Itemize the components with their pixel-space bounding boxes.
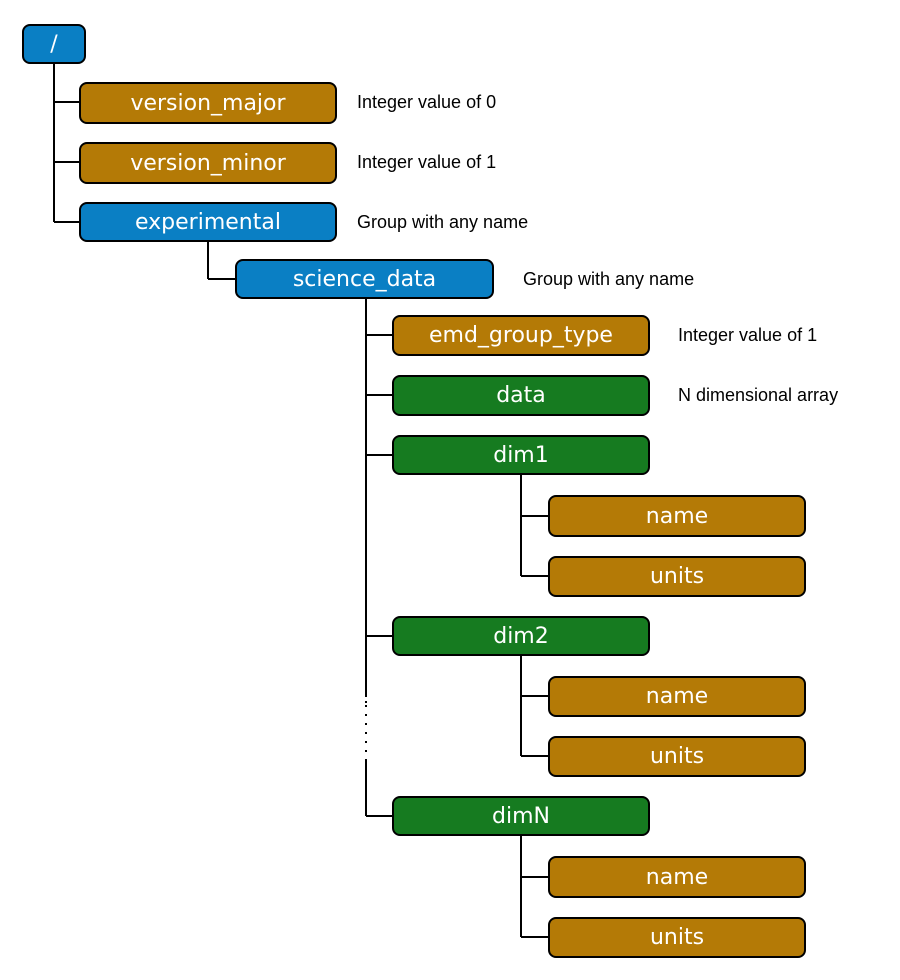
- root-group-node[interactable]: /: [22, 24, 86, 64]
- dimN-units-attribute-node[interactable]: units: [548, 917, 806, 958]
- science-data-description: Group with any name: [523, 268, 695, 289]
- version-major-description: Integer value of 0: [357, 91, 497, 112]
- data-description: N dimensional array: [678, 384, 839, 405]
- dimN-name-attribute-node[interactable]: name: [548, 856, 806, 898]
- emd-group-type-attribute-node[interactable]: emd_group_type: [392, 315, 650, 356]
- dim1-dataset-node[interactable]: dim1: [392, 435, 650, 475]
- version-minor-description: Integer value of 1: [357, 151, 497, 172]
- dim1-units-attribute-node[interactable]: units: [548, 556, 806, 597]
- dimN-dataset-node[interactable]: dimN: [392, 796, 650, 836]
- dim2-dataset-node[interactable]: dim2: [392, 616, 650, 656]
- dim2-units-attribute-node[interactable]: units: [548, 736, 806, 777]
- science-data-group-node[interactable]: science_data: [235, 259, 494, 299]
- experimental-group-node[interactable]: experimental: [79, 202, 337, 242]
- dim2-name-attribute-node[interactable]: name: [548, 676, 806, 717]
- experimental-description: Group with any name: [357, 211, 529, 232]
- version-major-attribute-node[interactable]: version_major: [79, 82, 337, 124]
- data-dataset-node[interactable]: data: [392, 375, 650, 416]
- version-minor-attribute-node[interactable]: version_minor: [79, 142, 337, 184]
- emd-group-type-description: Integer value of 1: [678, 324, 818, 345]
- dim1-name-attribute-node[interactable]: name: [548, 495, 806, 537]
